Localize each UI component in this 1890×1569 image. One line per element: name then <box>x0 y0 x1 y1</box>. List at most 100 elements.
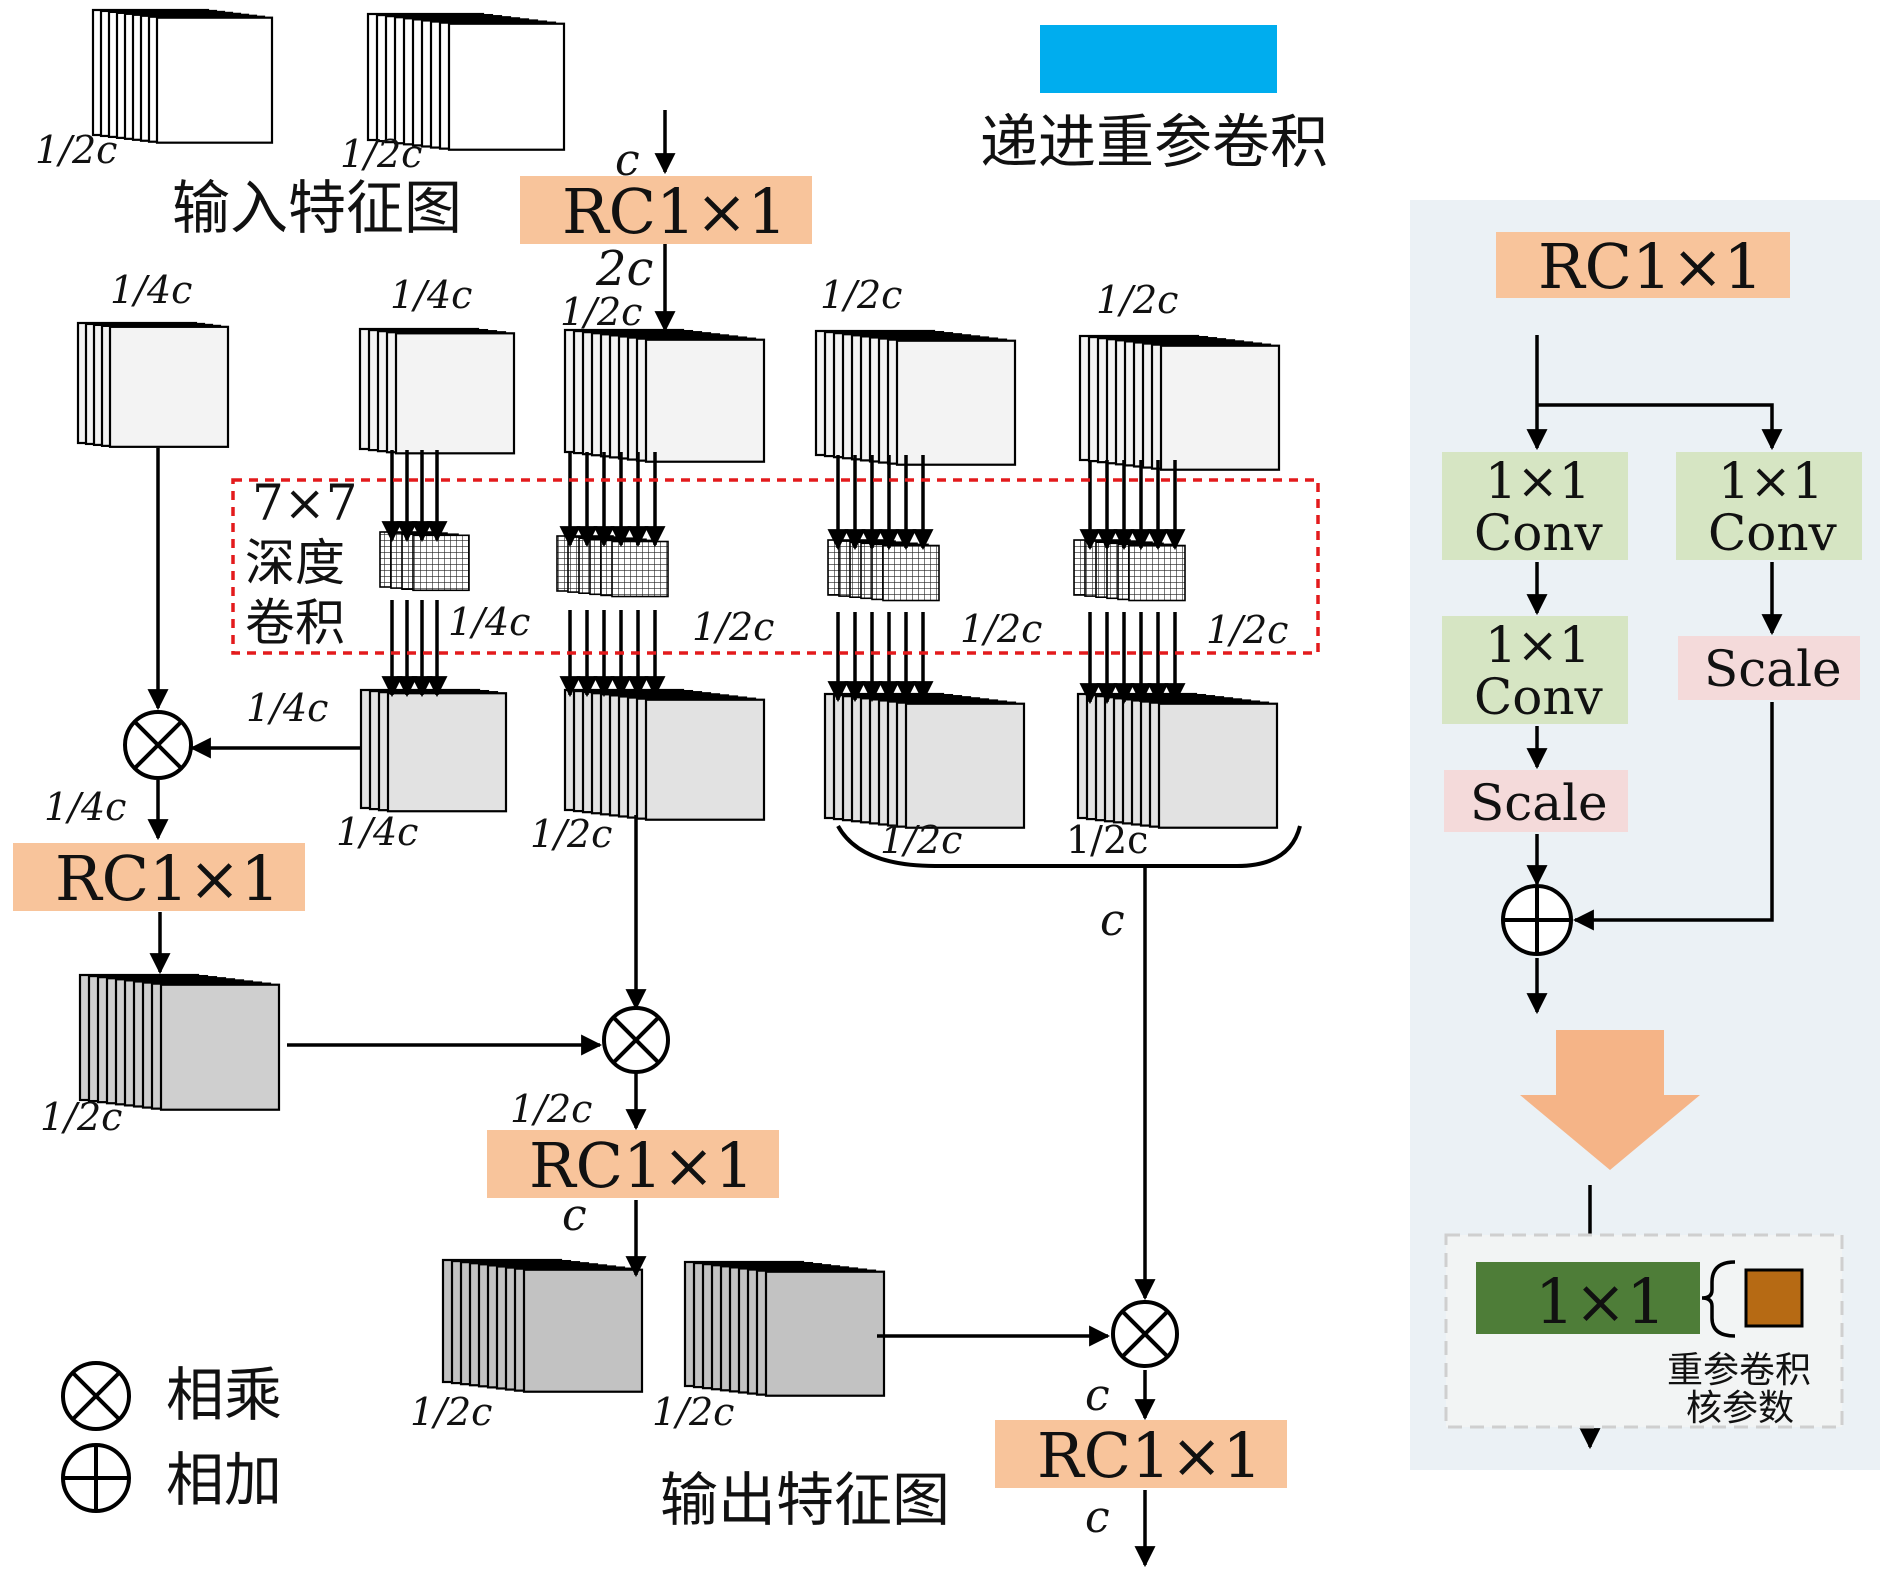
feature-map-stack <box>358 327 516 455</box>
ch-label: 1/2c <box>1096 278 1178 322</box>
svg-text:1×1: 1×1 <box>1485 452 1591 510</box>
panel-conv-a <box>1442 452 1628 560</box>
feature-map-layer <box>895 339 1017 466</box>
svg-text:1×1: 1×1 <box>1535 1265 1666 1338</box>
panel-rc-title-box <box>1496 232 1790 298</box>
param-brace <box>1701 1260 1736 1338</box>
dwconv-label-1: 7×7 <box>252 474 358 532</box>
svg-text:1×1: 1×1 <box>1718 452 1824 510</box>
connectors <box>147 110 1783 1568</box>
ch-label: 1/2c <box>692 605 774 649</box>
ch-label: 1/4c <box>110 268 192 312</box>
svg-text:核参数: 核参数 <box>1686 1388 1794 1429</box>
feature-map-stack <box>366 12 566 151</box>
concat-brace <box>836 825 1302 868</box>
feature-map-stack <box>814 329 1017 466</box>
svg-text:RC1×1: RC1×1 <box>529 1129 754 1202</box>
rc-block-left: RC1×1 <box>13 842 305 915</box>
dwconv-label-2: 深度 <box>245 534 345 592</box>
circle-plus-icon <box>61 1443 131 1513</box>
param-swatch <box>1744 1268 1804 1328</box>
rc-block-top: RC1×1 <box>520 175 812 248</box>
rc-block-output: RC1×1 <box>995 1419 1287 1492</box>
feature-map-layer <box>159 983 281 1111</box>
panel-conv-b <box>1442 616 1628 724</box>
svg-text:Conv: Conv <box>1474 668 1604 726</box>
ch-label: 1/2c <box>35 128 117 172</box>
ch-label: 1/4c <box>336 810 418 854</box>
svg-text:Conv: Conv <box>1708 504 1838 562</box>
ch-label: c <box>1100 895 1125 946</box>
svg-text:1×1: 1×1 <box>1485 616 1591 674</box>
ch-label: c <box>1085 1370 1110 1421</box>
svg-text:Conv: Conv <box>1474 504 1604 562</box>
feature-map-layer <box>108 325 230 448</box>
ch-label: 1/2c <box>1066 818 1148 862</box>
feature-map-stack <box>683 1260 886 1397</box>
ch-label: 1/2c <box>530 812 612 856</box>
feature-map-stack <box>563 328 766 463</box>
svg-text:RC1×1: RC1×1 <box>55 842 280 915</box>
svg-text:重参卷积: 重参卷积 <box>1667 1350 1811 1391</box>
svg-text:RC1×1: RC1×1 <box>1037 1419 1262 1492</box>
feature-map-layer <box>644 698 766 821</box>
ch-label: 1/4c <box>448 600 530 644</box>
feature-map-layer <box>522 1268 644 1393</box>
svg-text:RC1×1: RC1×1 <box>562 175 787 248</box>
feature-map-layer <box>1159 344 1281 471</box>
ch-label: 1/2c <box>880 818 962 862</box>
circle-plus-icon <box>1501 884 1573 956</box>
dw-kernel-grid <box>412 534 470 592</box>
depthwise-kernels <box>379 531 1186 602</box>
legend-rep-conv-label: 递进重参卷积 <box>980 108 1328 176</box>
feature-map-layer <box>904 702 1026 829</box>
svg-text:Scale: Scale <box>1470 774 1608 832</box>
arrow <box>1572 702 1774 931</box>
ch-label: 1/2c <box>960 607 1042 651</box>
svg-text:相加: 相加 <box>166 1446 282 1514</box>
circle-times-icon <box>61 1361 131 1431</box>
dw-kernel-grid <box>611 540 669 598</box>
dwconv-region <box>231 478 1320 655</box>
circle-times-icon <box>123 710 193 780</box>
legend-multiply: 相乘 <box>61 1361 282 1431</box>
ch-label: 1/4c <box>44 785 126 829</box>
feature-map-layer <box>447 22 566 151</box>
input-features-label: 输入特征图 <box>172 174 462 242</box>
ch-label: 1/2c <box>652 1390 734 1434</box>
rc-block-middle: RC1×1 <box>487 1129 779 1202</box>
panel-rc-title: RC1×1 <box>1538 230 1763 303</box>
feature-map-stack <box>441 1258 644 1393</box>
ch-label: c <box>1085 1492 1110 1543</box>
feature-map-stack <box>91 8 274 144</box>
feature-map-stack <box>1076 692 1279 829</box>
circle-times-icon <box>602 1006 670 1074</box>
circle-times-icon <box>1111 1300 1179 1368</box>
ch-label: 1/4c <box>390 273 472 317</box>
dw-kernel-grid <box>1128 544 1186 602</box>
feature-map-layer <box>155 16 274 144</box>
reparam-arrow <box>1520 1030 1700 1170</box>
fused-kernel-box <box>1476 1262 1700 1334</box>
channel-labels: 1/2c 1/2c c 2c 1/2c 1/4c 1/4c 1/2c 1/2c … <box>35 128 1288 1543</box>
ch-label: 2c <box>595 241 653 297</box>
dw-kernel-grid <box>882 544 940 602</box>
feature-map-layer <box>764 1270 886 1397</box>
ch-label: c <box>615 135 640 186</box>
feature-map-layer <box>1157 702 1279 829</box>
legend-rep-conv-swatch <box>1040 25 1277 93</box>
ch-label: 1/2c <box>410 1390 492 1434</box>
feature-map-stack <box>359 688 508 813</box>
dwconv-label-3: 卷积 <box>245 594 345 652</box>
legend-add: 相加 <box>61 1443 282 1514</box>
panel-conv-c <box>1676 452 1862 560</box>
feature-map-stack <box>1078 334 1281 471</box>
feature-map-stack <box>76 321 230 448</box>
ch-label: c <box>562 1190 587 1241</box>
feature-map-stack <box>78 973 281 1111</box>
svg-text:相乘: 相乘 <box>166 1361 282 1429</box>
ch-label: 1/2c <box>1206 608 1288 652</box>
panel-scale-b <box>1678 636 1860 700</box>
ch-label: 1/2c <box>40 1095 122 1139</box>
